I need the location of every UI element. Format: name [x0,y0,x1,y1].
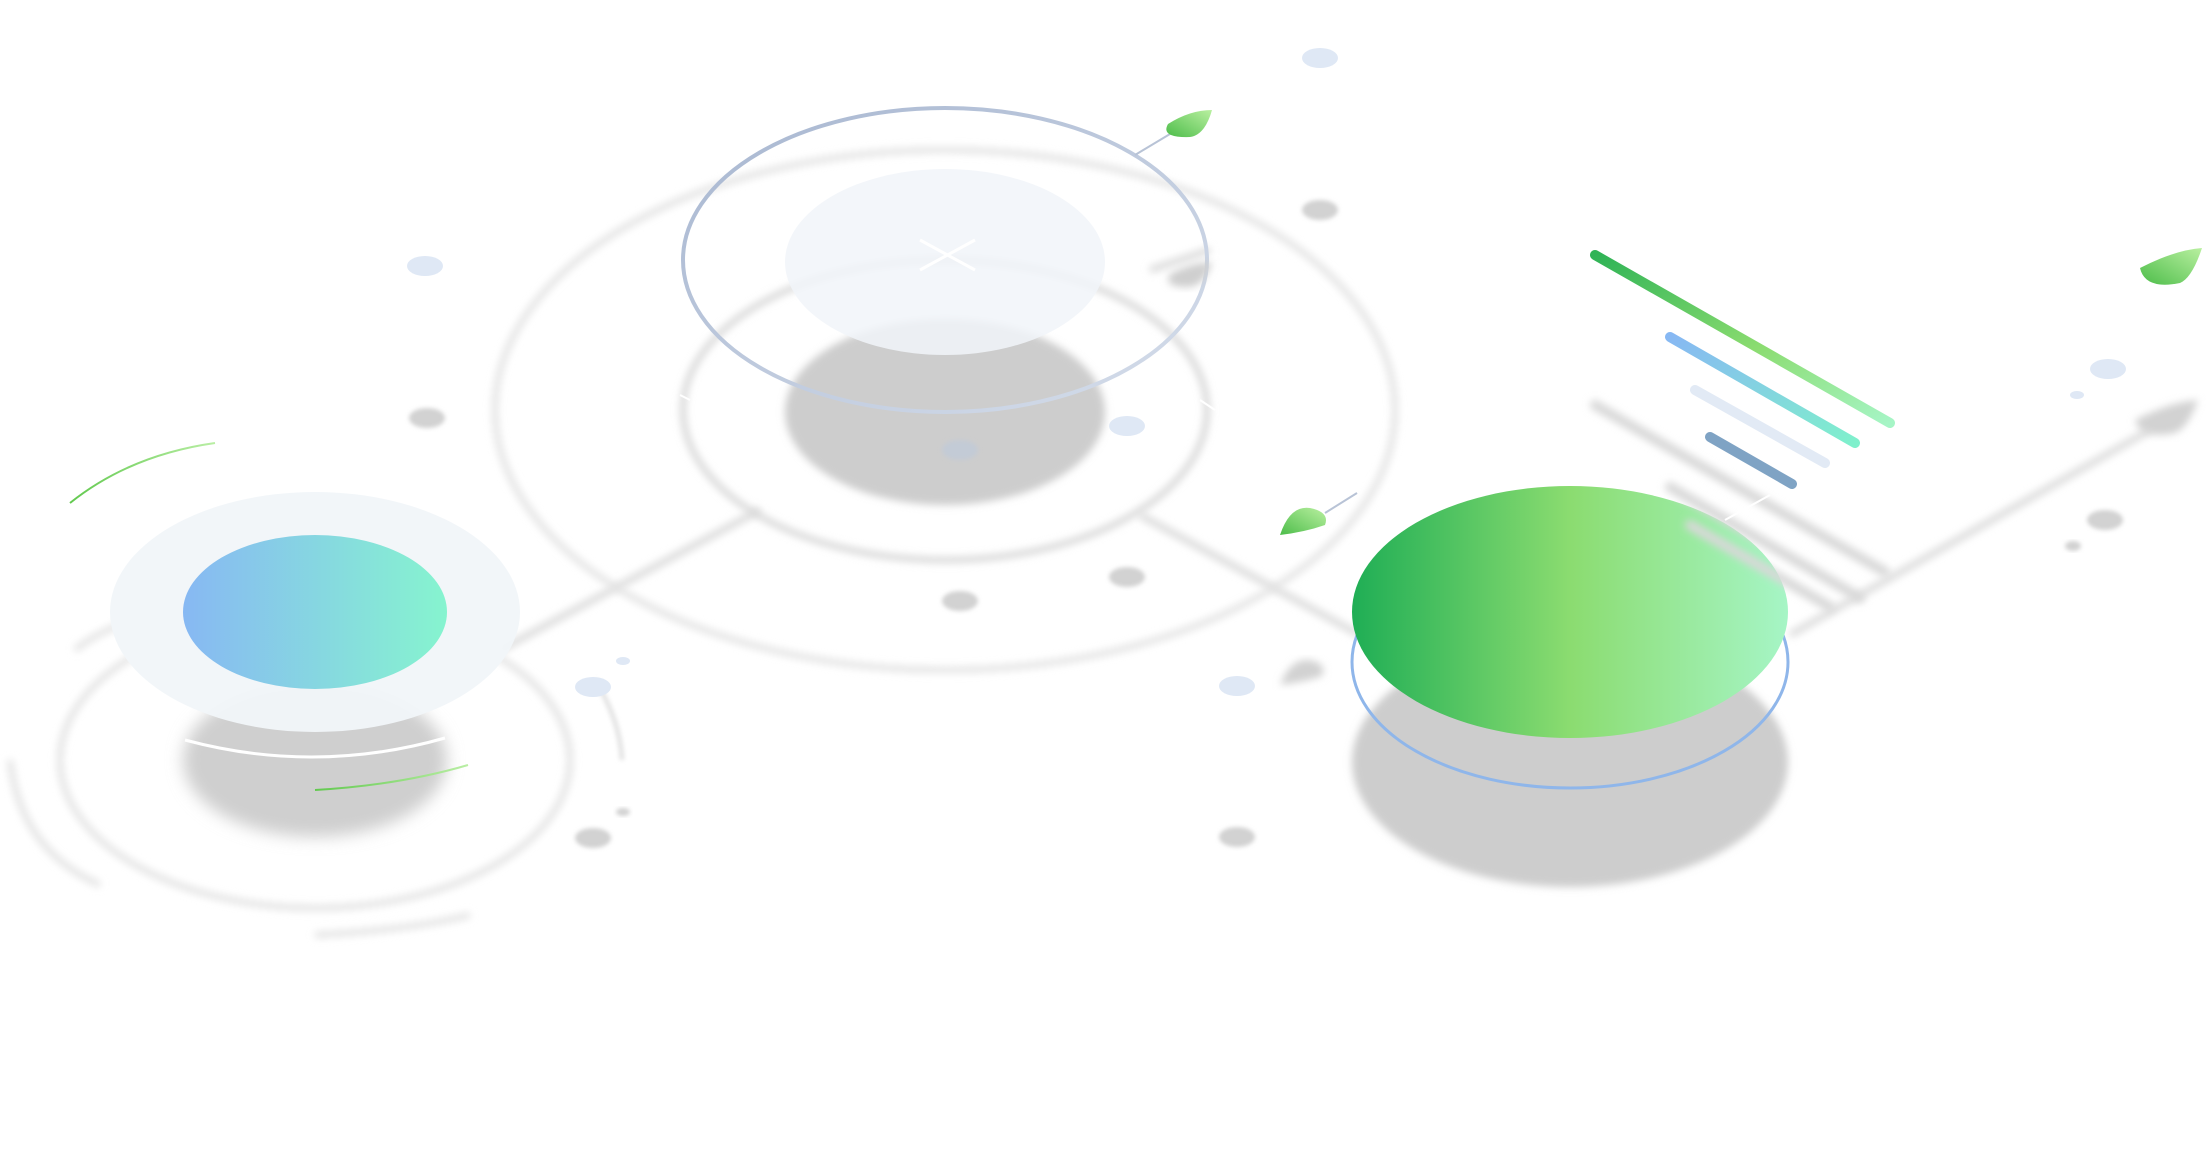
node-right-disc [1352,486,1788,738]
connector-center-leaf [1148,246,1212,274]
dot [407,256,443,276]
leaf-top-shadow [1168,262,1212,288]
arc-left-green-top [69,442,216,504]
arc-left-outer [7,759,102,888]
node-right [1350,486,1790,887]
dot-shadow [409,408,445,428]
dot [2070,391,2084,399]
leaf-right-icon [2140,248,2202,285]
dot-shadow [2065,541,2081,551]
node-center [681,106,1209,505]
arc-left-green-bottom [314,764,469,791]
dot [1302,48,1338,68]
bar-green [1590,250,1895,428]
dot [1219,676,1255,696]
dot [616,657,630,665]
dot-shadow [1109,567,1145,587]
connector-center-right [1138,511,1362,639]
leaf-middle [1280,492,1358,685]
leaves [1134,110,2202,685]
connector-right-top [1788,426,2152,639]
dot [575,677,611,697]
leaf-middle-shadow [1280,659,1324,685]
bar-blue [1665,332,1860,448]
node-center-dot [942,440,978,460]
leaf-right-shadow [2135,400,2198,435]
dot-shadow [575,828,611,848]
bar-steel [1705,432,1797,489]
bar-light [1690,385,1830,468]
node-center-glass-disc [785,169,1105,355]
node-center-ring [681,106,1209,414]
dot-shadow [942,591,978,611]
dot-shadow [1302,200,1338,220]
ring-center-large [492,147,1398,673]
dot-shadow [1219,827,1255,847]
arc-left-bottom [314,912,471,938]
connector-left-center [498,506,762,654]
leaf-middle-icon [1280,507,1326,535]
dot [2090,359,2126,379]
node-left-disc [183,535,447,689]
bars [1590,250,1895,489]
leaf-top-icon [1166,110,1212,138]
node-left [69,442,625,837]
connector-lines [498,246,2152,654]
dots [407,48,2126,848]
bar-shadows [1590,400,1890,612]
dot-shadow [2087,510,2123,530]
leaf-top [1134,110,1212,288]
dot-shadow [616,808,630,816]
node-center-cross-icon [919,238,976,272]
dot [1109,416,1145,436]
node-left-highlight [184,736,446,759]
leaf-right [2135,248,2202,435]
leaf-middle-stem [1324,492,1358,514]
sparkles [679,394,1771,521]
